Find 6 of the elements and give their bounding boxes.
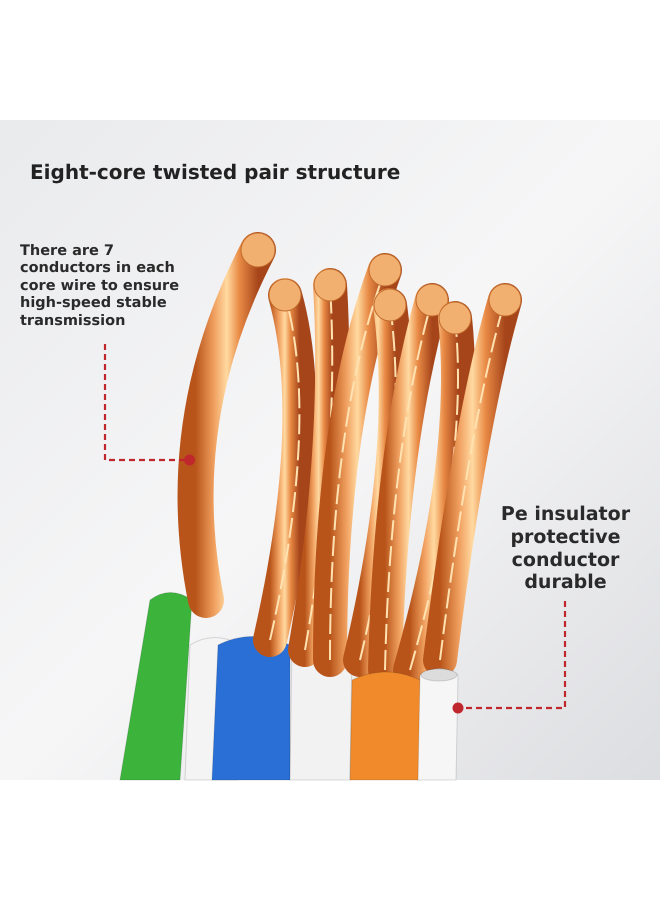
title: Eight-core twisted pair structure xyxy=(30,160,400,184)
leader-line xyxy=(104,344,196,466)
copper-strand xyxy=(178,232,276,618)
callout-text: Pe insulator protective conductor durable xyxy=(500,503,632,594)
callout-text: There are 7 conductors in each core wire to ensure high-speed stable transmission xyxy=(20,243,180,330)
leader-line xyxy=(452,601,566,714)
